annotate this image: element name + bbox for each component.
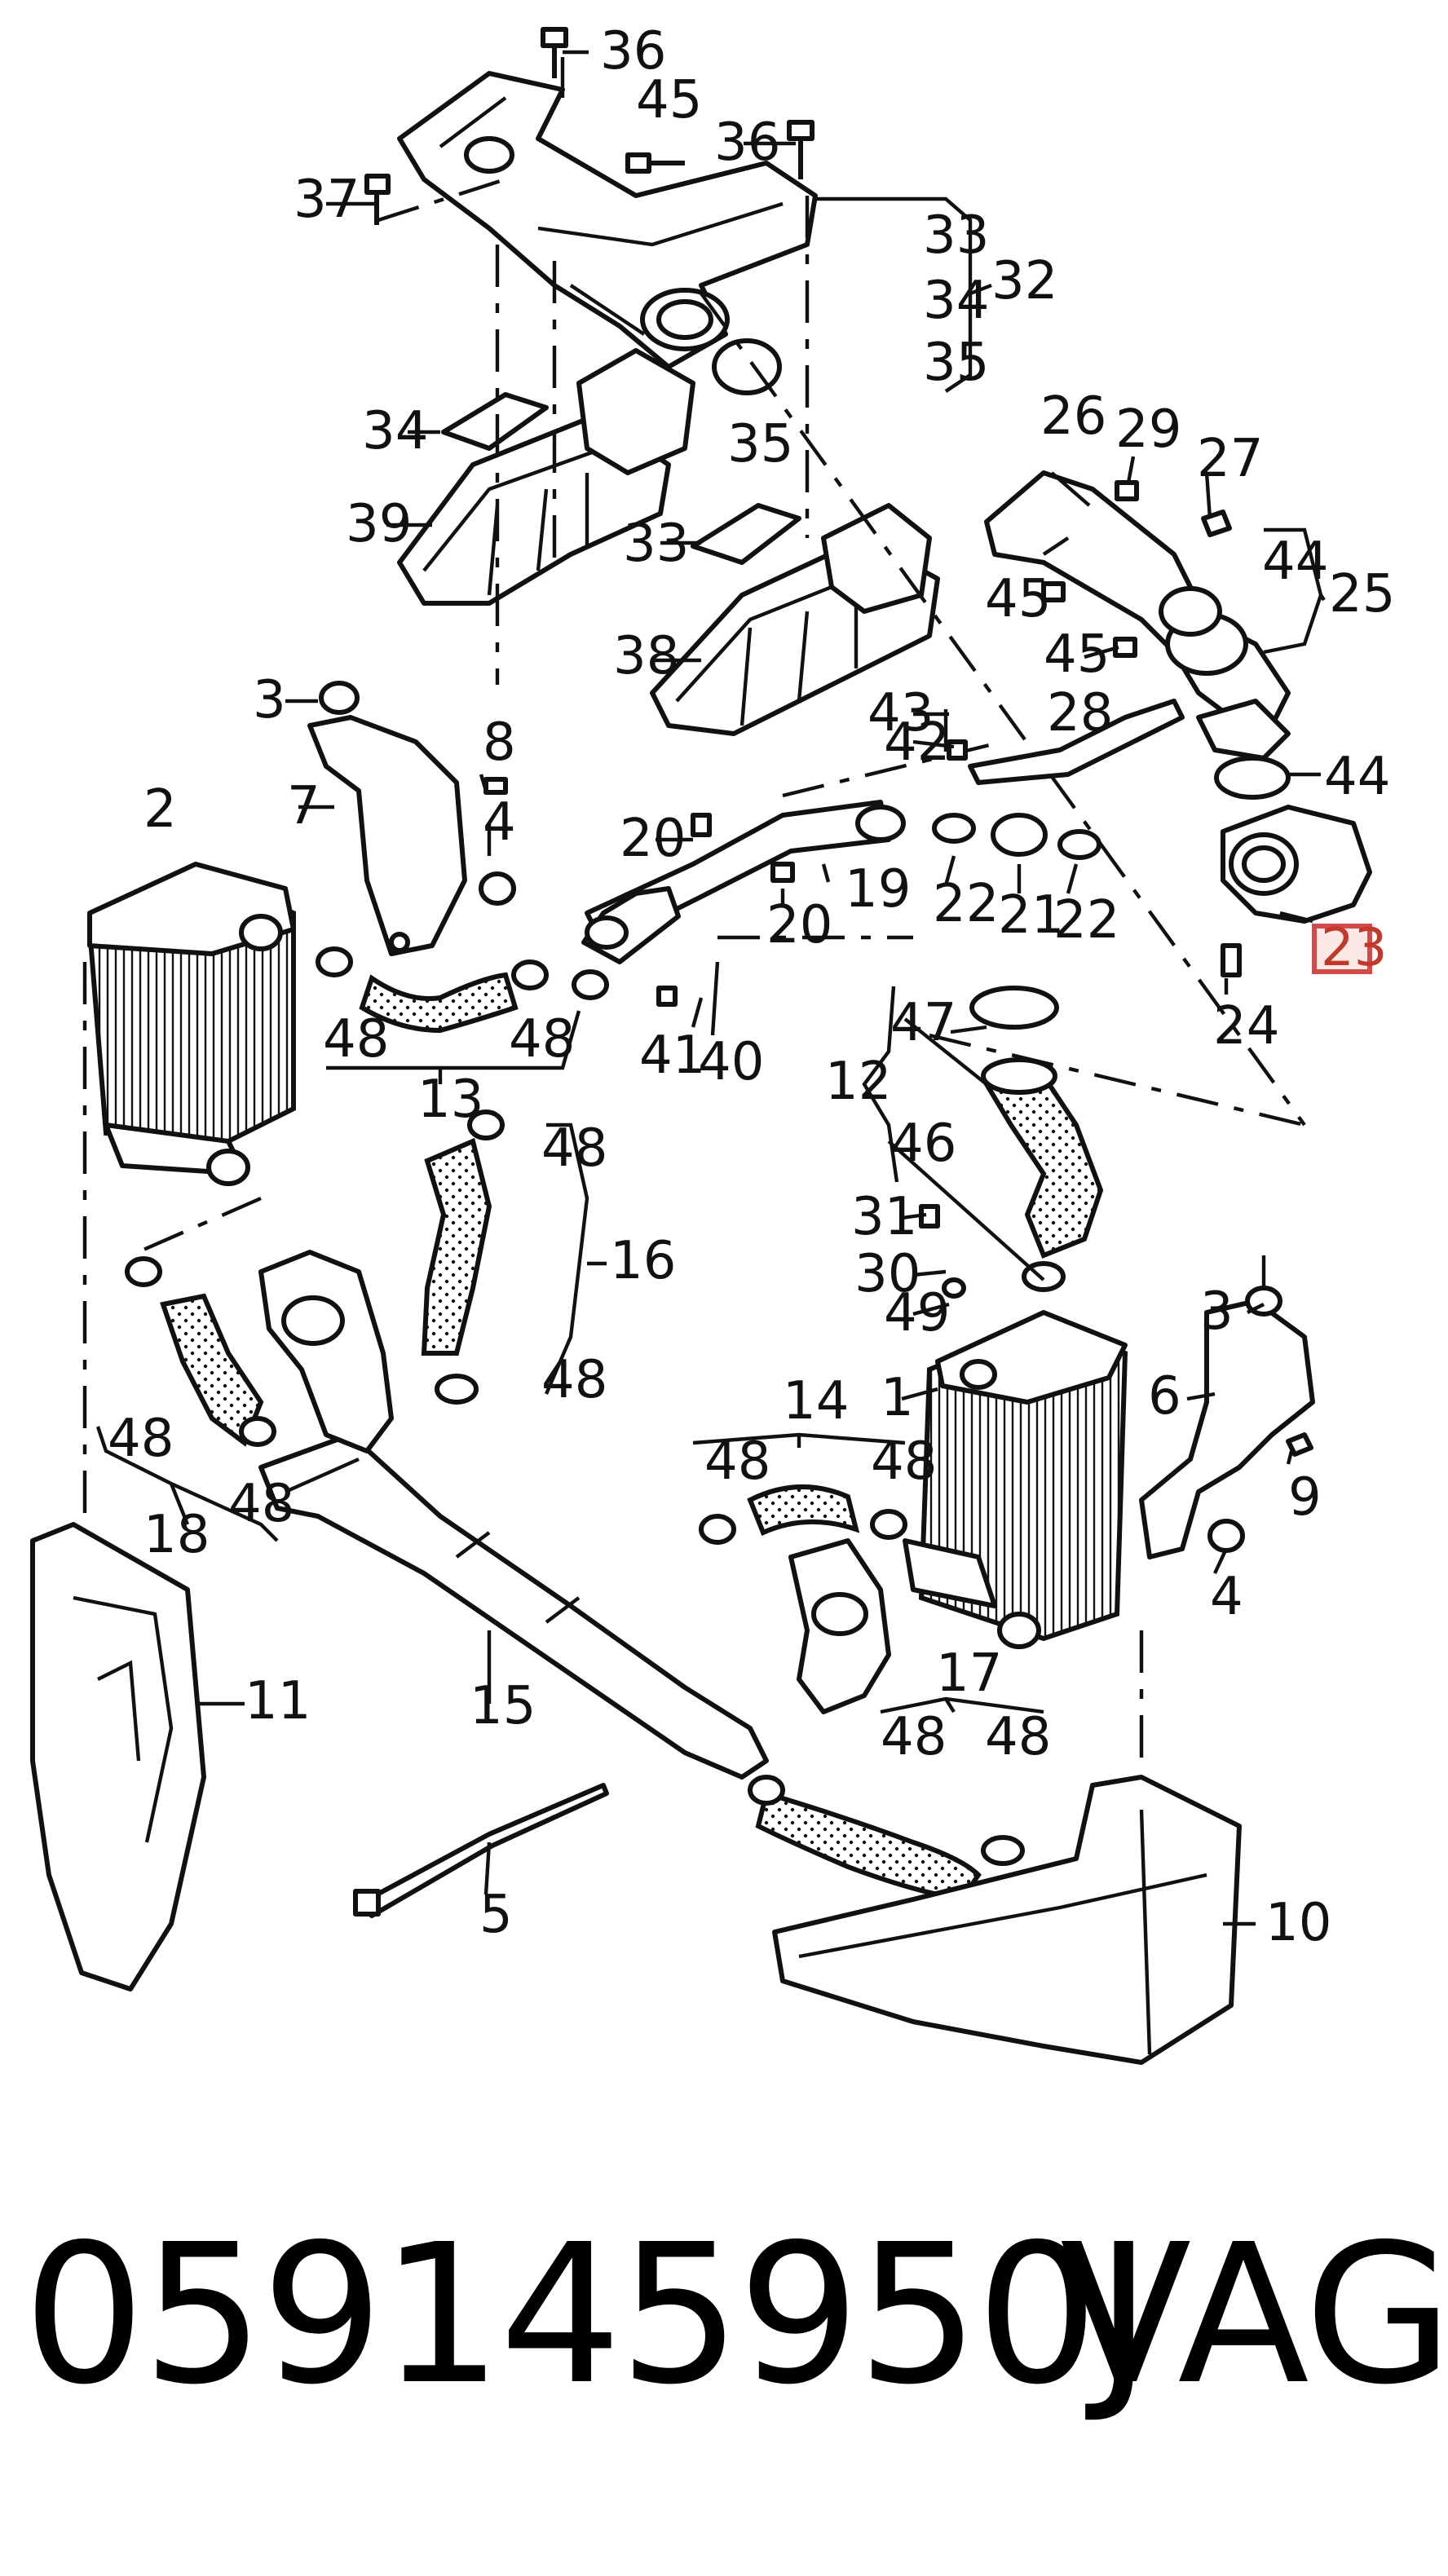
callout-20-top: 20	[620, 809, 686, 869]
callout-21: 21	[998, 885, 1064, 946]
callout-48-g: 48	[871, 1431, 937, 1492]
left-intercooler-group	[86, 681, 516, 1186]
callout-36-top: 36	[600, 21, 666, 82]
callout-48-e: 48	[108, 1409, 174, 1469]
callout-38: 38	[613, 626, 679, 686]
callout-48-c: 48	[541, 1118, 607, 1179]
callout-48-f: 48	[704, 1431, 770, 1492]
callout-3-left: 3	[253, 670, 286, 730]
callout-12: 12	[825, 1052, 891, 1112]
callout-36-right: 36	[714, 112, 780, 173]
callout-14: 14	[783, 1371, 849, 1431]
callout-15: 15	[470, 1676, 536, 1736]
callout-26: 26	[1040, 386, 1106, 447]
part-number: 059145950J	[23, 2203, 1152, 2427]
callout-1: 1	[881, 1368, 914, 1428]
callout-20-low: 20	[766, 895, 832, 955]
callout-45-mid: 45	[985, 569, 1051, 629]
callout-34-group: 34	[923, 271, 989, 331]
callout-44-top: 44	[1262, 532, 1328, 592]
callout-48-b: 48	[509, 1009, 575, 1070]
callout-34: 34	[362, 401, 428, 461]
footer: 059145950J VAG	[0, 2193, 1448, 2486]
callout-5: 5	[479, 1885, 513, 1945]
callout-labels: 36 45 36 37 33 34 32 35 34 35 26 29 27 3…	[108, 21, 1395, 1953]
leader-lines	[82, 50, 1326, 1926]
callout-4-right: 4	[1210, 1567, 1243, 1627]
callout-6: 6	[1148, 1366, 1181, 1427]
callout-30: 30	[854, 1244, 920, 1304]
callout-41: 41	[639, 1026, 705, 1086]
callout-44-mid: 44	[1324, 747, 1390, 807]
callout-16: 16	[610, 1231, 676, 1291]
parts-exploded-diagram: 36 45 36 37 33 34 32 35 34 35 26 29 27 3…	[30, 21, 1395, 2065]
callout-28: 28	[1047, 683, 1113, 743]
callout-7: 7	[287, 776, 320, 836]
callout-8: 8	[483, 712, 516, 773]
callout-9: 9	[1288, 1467, 1322, 1528]
callout-10: 10	[1265, 1893, 1331, 1953]
brand-name: VAG	[1060, 2203, 1448, 2427]
callout-33: 33	[623, 514, 689, 574]
callout-39: 39	[346, 494, 412, 554]
lower-pipe-group	[258, 1250, 891, 1780]
callout-49: 49	[884, 1283, 950, 1343]
callout-42: 42	[884, 712, 950, 773]
callout-22-right: 22	[1053, 890, 1119, 951]
callout-48-a: 48	[323, 1009, 389, 1070]
hardware-group	[125, 27, 1313, 1866]
callout-18: 18	[143, 1505, 210, 1565]
callout-46: 46	[890, 1114, 956, 1174]
callout-17: 17	[936, 1643, 1002, 1704]
callout-3-right: 3	[1200, 1281, 1234, 1342]
callout-25: 25	[1329, 564, 1395, 624]
callout-31: 31	[851, 1187, 917, 1247]
callout-29: 29	[1115, 399, 1181, 460]
callout-48-i: 48	[881, 1707, 947, 1767]
callout-45-low: 45	[1044, 624, 1110, 685]
callout-43: 43	[867, 683, 934, 743]
callout-32: 32	[991, 251, 1057, 311]
callout-35: 35	[727, 414, 793, 474]
callout-37: 37	[294, 170, 360, 230]
callout-47: 47	[890, 993, 956, 1053]
callout-48-j: 48	[985, 1707, 1051, 1767]
callout-2: 2	[143, 779, 177, 840]
callout-45-top: 45	[636, 70, 702, 130]
callout-13: 13	[417, 1070, 483, 1130]
callout-4-left: 4	[483, 792, 516, 853]
intake-manifold-group	[377, 57, 1306, 1127]
callout-35-group: 35	[923, 333, 989, 393]
callout-11: 11	[245, 1671, 311, 1731]
callout-33-group: 33	[923, 205, 989, 266]
callout-23: 23	[1321, 918, 1387, 978]
callout-27: 27	[1197, 429, 1263, 489]
callout-40: 40	[698, 1032, 764, 1092]
callout-19: 19	[845, 859, 911, 920]
callout-48-d: 48	[541, 1350, 607, 1410]
callout-22-left: 22	[933, 874, 999, 934]
callout-48-h: 48	[228, 1474, 294, 1534]
callout-23-highlight	[1312, 924, 1372, 974]
callout-24: 24	[1213, 996, 1279, 1056]
throttle-pipe-group	[782, 470, 1372, 924]
air-ducts-group	[30, 1522, 1242, 2065]
right-intercooler-group	[903, 1286, 1315, 1649]
